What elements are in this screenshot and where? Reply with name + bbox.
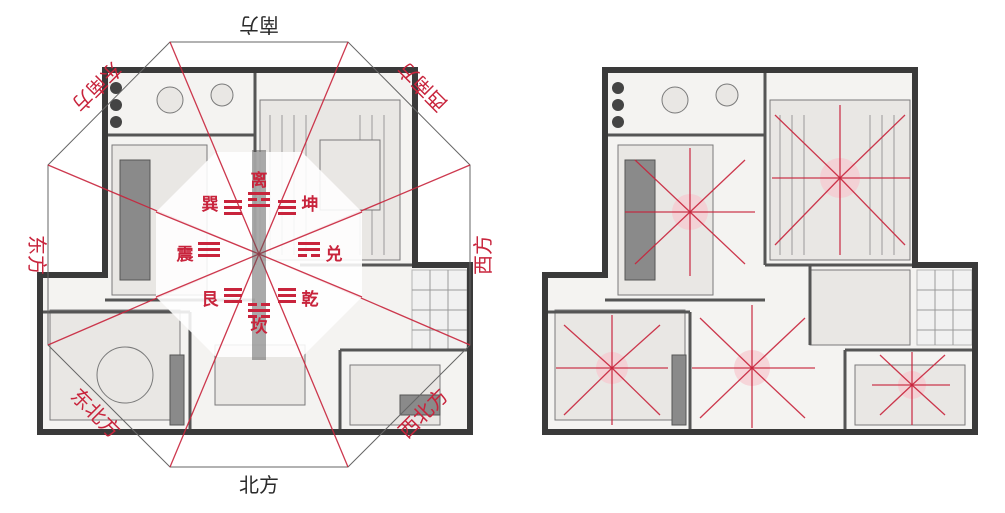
trigram-northwest: 乾	[302, 289, 319, 310]
plant-3	[110, 116, 122, 128]
direction-south: 南方	[239, 13, 279, 37]
direction-north: 北方	[239, 473, 279, 497]
shelf	[169, 354, 185, 426]
bathroom-tiles-right	[916, 269, 973, 346]
room-bagua-bedroom	[772, 105, 910, 255]
room-bagua-living	[625, 148, 755, 276]
balcony-chair-1	[156, 86, 184, 114]
round-rug	[96, 346, 154, 404]
room-bagua-kitchen	[872, 352, 950, 425]
sofa-right	[624, 159, 656, 281]
bathroom-right	[809, 269, 911, 346]
trigram-north: 坎	[251, 316, 268, 337]
balcony-chair-right-2	[715, 83, 739, 107]
direction-west: 西方	[471, 235, 495, 275]
room-bagua-dining	[692, 305, 815, 428]
plant-1	[110, 82, 122, 94]
trigram-southwest: 坤	[302, 194, 319, 215]
bed-slats-right	[779, 115, 895, 255]
sofa	[119, 159, 151, 281]
exterior-wall-left	[37, 67, 473, 435]
center-wall	[252, 150, 266, 360]
plant-right-1	[612, 82, 624, 94]
plant-right-3	[612, 116, 624, 128]
trigram-symbols	[198, 192, 320, 318]
trigram-south: 离	[251, 170, 268, 191]
tile-grid-right	[917, 270, 972, 345]
tile-grid	[412, 270, 467, 350]
balcony-chair-right-1	[661, 86, 689, 114]
balcony-chair-2	[210, 83, 234, 107]
left-floor-plan: 离 坎 震 兑 巽 坤 艮 乾 南方 北方 东方 西方 东南方 西南方 东北方 …	[25, 13, 495, 497]
exterior-wall-right	[542, 67, 978, 435]
right-floor-plan	[542, 67, 978, 435]
trigram-west: 兑	[326, 244, 343, 265]
room-bagua-study	[556, 315, 668, 425]
trigram-northeast: 艮	[202, 290, 220, 310]
plant-2	[110, 99, 122, 111]
trigram-southeast: 巽	[202, 195, 219, 215]
shelf-right	[671, 354, 687, 426]
trigram-east: 震	[176, 245, 195, 265]
direction-east: 东方	[25, 235, 49, 275]
plant-right-2	[612, 99, 624, 111]
